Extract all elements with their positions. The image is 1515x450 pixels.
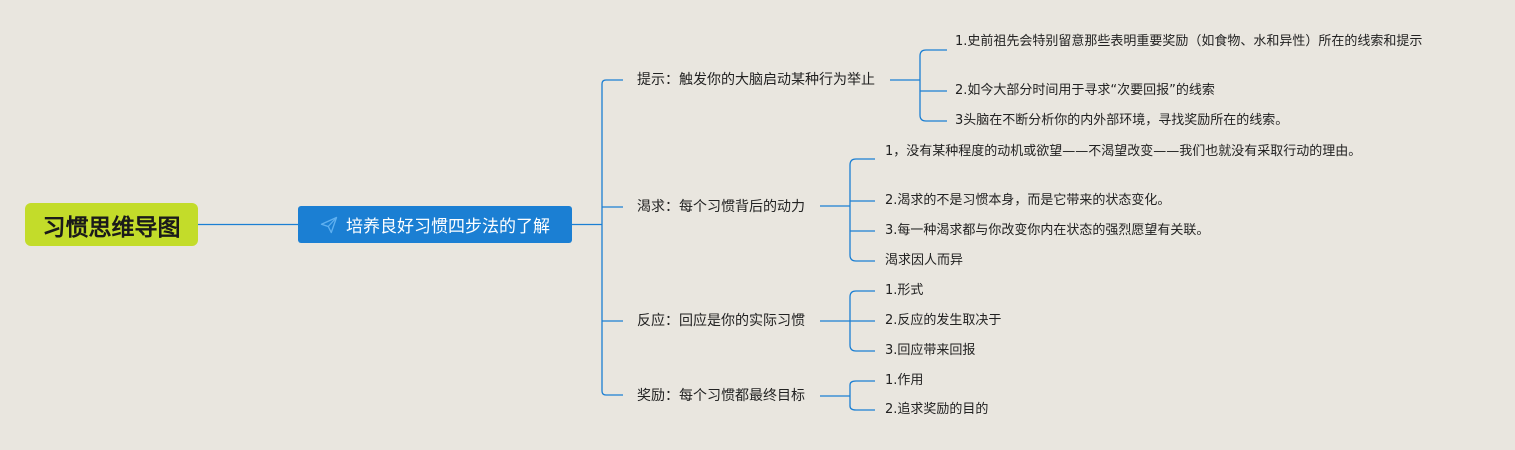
paper-plane-icon xyxy=(320,216,338,233)
leaf-craving-1[interactable]: 1，没有某种程度的动机或欲望——不渴望改变——我们也就没有采取行动的理由。 xyxy=(885,144,1362,159)
leaf-craving-3[interactable]: 3.每一种渴求都与你改变你内在状态的强烈愿望有关联。 xyxy=(885,223,1210,238)
branch-craving[interactable]: 渴求：每个习惯背后的动力 xyxy=(637,199,805,215)
root-node[interactable]: 习惯思维导图 xyxy=(25,203,198,246)
bracket-b4 xyxy=(849,380,875,411)
leaf-response-3[interactable]: 3.回应带来回报 xyxy=(885,343,976,358)
bracket-b1 xyxy=(919,49,947,122)
bracket-main xyxy=(601,79,623,396)
leaf-response-2[interactable]: 2.反应的发生取决于 xyxy=(885,313,1002,328)
branch-response[interactable]: 反应：回应是你的实际习惯 xyxy=(637,313,805,329)
leaf-response-1[interactable]: 1.形式 xyxy=(885,283,924,298)
leaf-craving-2[interactable]: 2.渴求的不是习惯本身，而是它带来的状态变化。 xyxy=(885,193,1171,208)
main-topic-label: 培养良好习惯四步法的了解 xyxy=(346,217,550,237)
leaf-craving-4[interactable]: 渴求因人而异 xyxy=(885,253,964,268)
leaf-cue-1[interactable]: 1.史前祖先会特别留意那些表明重要奖励（如食物、水和异性）所在的线索和提示 xyxy=(955,34,1423,49)
main-topic-node[interactable]: 培养良好习惯四步法的了解 xyxy=(298,206,572,243)
branch-cue[interactable]: 提示：触发你的大脑启动某种行为举止 xyxy=(637,72,875,88)
branch-reward[interactable]: 奖励：每个习惯都最终目标 xyxy=(637,388,805,404)
leaf-cue-2[interactable]: 2.如今大部分时间用于寻求“次要回报”的线索 xyxy=(955,83,1215,98)
root-label: 习惯思维导图 xyxy=(42,214,181,241)
leaf-cue-3[interactable]: 3头脑在不断分析你的内外部环境，寻找奖励所在的线索。 xyxy=(955,113,1289,128)
bracket-b2 xyxy=(849,158,875,262)
leaf-reward-2[interactable]: 2.追求奖励的目的 xyxy=(885,402,989,417)
leaf-reward-1[interactable]: 1.作用 xyxy=(885,373,924,388)
